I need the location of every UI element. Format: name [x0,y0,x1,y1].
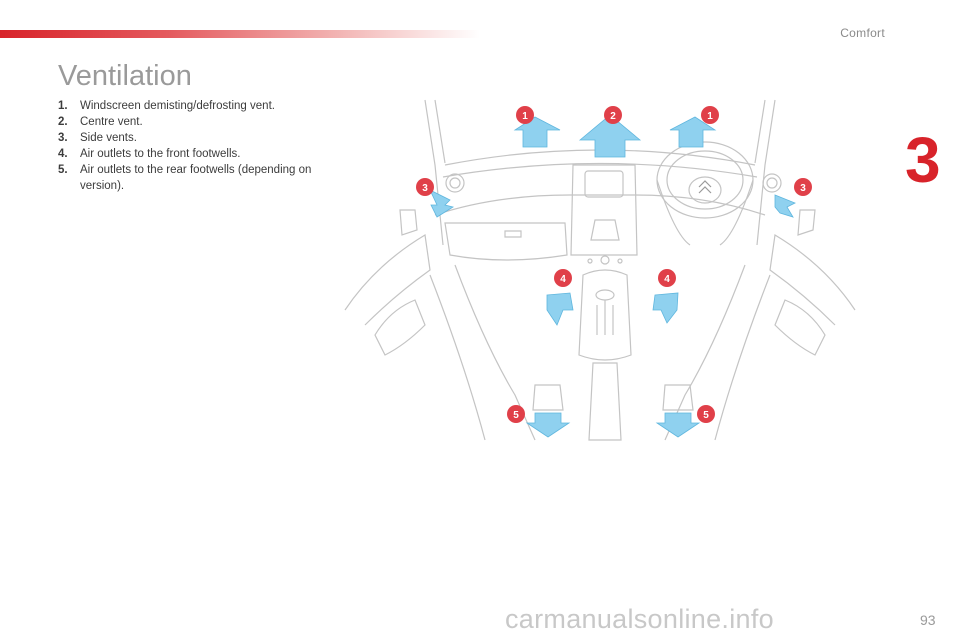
list-item: 2. Centre vent. [58,114,318,130]
dashboard-linework [344,99,856,441]
callout-marker-5-right [697,405,715,423]
callout-markers: 1 2 1 3 3 4 4 5 5 [416,106,812,423]
callout-label-3-right: 3 [800,183,806,194]
section-label: Comfort [840,26,885,40]
list-item-text: Side vents. [80,132,137,144]
airflow-arrow-rear-left [525,412,571,438]
airflow-arrows [429,114,796,438]
page-title: Ventilation [58,60,192,92]
callout-marker-4-left [554,269,572,287]
list-item-text: Windscreen demisting/defrosting vent. [80,100,275,112]
page-number: 93 [920,612,936,628]
callout-label-4-right: 4 [664,274,670,285]
callout-label-5-right: 5 [703,410,709,421]
callout-marker-1-left [516,106,534,124]
list-item-text: Air outlets to the rear footwells (depen… [80,164,312,192]
list-item-number: 3. [58,132,68,144]
callout-label-2: 2 [610,111,616,122]
chapter-number: 3 [905,124,941,196]
callout-marker-3-left [416,178,434,196]
airflow-arrow-rear-right [655,412,701,438]
airflow-arrow-side-left [429,189,455,218]
callout-marker-2 [604,106,622,124]
airflow-arrow-windscreen-right [669,116,717,148]
ventilation-diagram: 1 2 1 3 3 4 4 5 5 [335,95,865,445]
dashboard-illustration: 1 2 1 3 3 4 4 5 5 [344,99,856,441]
callout-label-4-left: 4 [560,274,566,285]
list-item-number: 1. [58,100,68,112]
airflow-arrow-footwell-right [652,292,679,324]
callout-label-1-left: 1 [522,111,528,122]
callout-marker-3-right [794,178,812,196]
callout-label-1-right: 1 [707,111,713,122]
list-item-number: 5. [58,164,68,176]
list-item: 3. Side vents. [58,130,318,146]
list-item: 4. Air outlets to the front footwells. [58,146,318,162]
airflow-arrow-windscreen-left [513,116,561,148]
list-item: 1. Windscreen demisting/defrosting vent. [58,98,318,114]
list-item: 5. Air outlets to the rear footwells (dep… [58,162,318,194]
callout-label-5-left: 5 [513,410,519,421]
list-item-text: Centre vent. [80,116,143,128]
callout-marker-4-right [658,269,676,287]
airflow-arrow-side-right [774,194,796,218]
top-accent-bar [0,30,480,38]
vent-legend-list: 1.Windscreen demisting/defrosting vent. … [58,98,318,194]
watermark: carmanualsonline.info [505,604,774,634]
airflow-arrow-footwell-left [546,292,574,326]
callout-marker-5-left [507,405,525,423]
callout-label-3-left: 3 [422,183,428,194]
list-item-number: 2. [58,116,68,128]
list-item-text: Air outlets to the front footwells. [80,148,241,160]
callout-marker-1-right [701,106,719,124]
list-item-number: 4. [58,148,68,160]
